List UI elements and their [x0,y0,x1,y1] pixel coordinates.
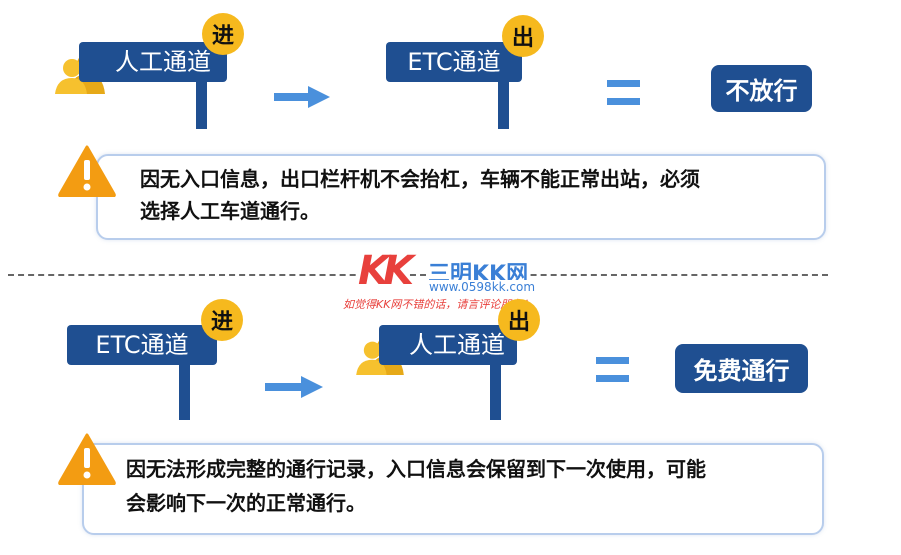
exit-badge-label: 出 [507,310,530,335]
entry-badge: 进 [201,299,243,341]
arrow-right-icon [265,376,323,398]
note-line-2: 会影响下一次的正常通行。 [126,491,366,515]
exit-lane-label: 人工通道 [409,331,505,359]
entry-badge: 进 [202,13,244,55]
arrow-right-icon [274,86,330,108]
note-line-1: 因无入口信息，出口栏杆机不会抬杠，车辆不能正常出站，必须 [140,167,700,191]
note-box [82,443,824,535]
equals-icon [596,357,629,383]
entry-lane-label: ETC通道 [95,331,189,359]
result-label: 免费通行 [693,357,790,385]
equals-icon [607,80,640,106]
watermark-url: www.0598kk.com [429,280,536,294]
exit-lane-label: ETC通道 [407,48,501,76]
note-line-2: 选择人工车道通行。 [140,199,320,223]
entry-lane-sign: ETC通道 [67,325,217,365]
exit-lane-sign: ETC通道 [386,42,522,82]
note-line-1: 因无法形成完整的通行记录，入口信息会保留到下一次使用，可能 [126,457,706,481]
warning-icon [58,145,116,197]
watermark-slogan: 如觉得KK网不错的话，请言评论朋友！ [343,298,534,311]
entry-lane-sign: 人工通道 [79,42,227,82]
result-badge: 免费通行 [675,344,808,393]
entry-sign-pole [179,365,190,420]
entry-sign-pole [196,82,207,129]
exit-lane-sign: 人工通道 [379,325,517,365]
warning-icon [58,433,116,485]
result-label: 不放行 [725,77,798,105]
exit-badge-label: 出 [511,26,534,51]
note-box [96,154,826,240]
section-divider [8,274,828,276]
watermark-logo: KK [358,248,414,294]
exit-sign-pole [490,365,501,420]
entry-badge-label: 进 [210,310,233,335]
entry-lane-label: 人工通道 [115,48,211,76]
exit-badge: 出 [498,299,540,341]
exit-sign-pole [498,82,509,129]
exit-badge: 出 [502,15,544,57]
result-badge: 不放行 [711,65,812,112]
entry-badge-label: 进 [211,24,234,49]
